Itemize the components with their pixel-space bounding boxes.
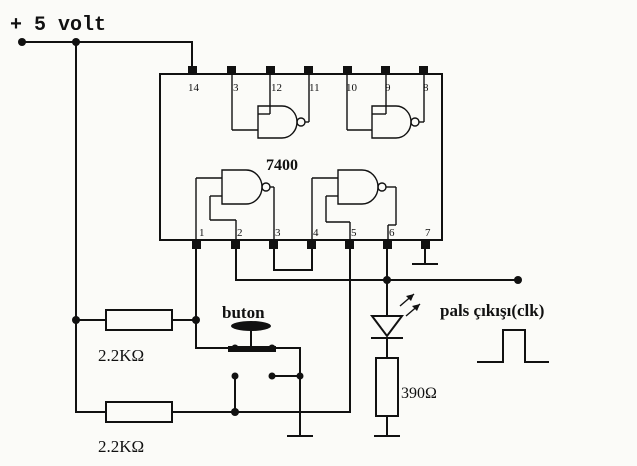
supply-label: + 5 volt (10, 14, 106, 37)
chip-label: 7400 (266, 157, 298, 174)
top-pin-label: 10 (346, 82, 358, 94)
nand-gate-top-left (231, 75, 310, 139)
output-label: pals çıkışı(clk) (440, 301, 544, 320)
resistor-1 (72, 309, 197, 331)
top-pin-label: 12 (271, 82, 282, 94)
pin7-ground (412, 248, 438, 265)
resistor-390 (375, 357, 399, 417)
push-button-icon (228, 321, 313, 437)
resistor1-label: 2.2KΩ (98, 346, 144, 365)
top-pin-label: 9 (385, 82, 391, 94)
nand-gate-top-right (346, 75, 425, 139)
ic-7400-body (159, 73, 443, 241)
pin3-pin4-link (273, 248, 313, 271)
resistor2-label: 2.2KΩ (98, 437, 144, 456)
supply-rail (18, 38, 193, 413)
led-icon (370, 293, 421, 339)
top-pins (188, 66, 428, 75)
bottom-pins (192, 240, 430, 249)
top-pin-label: 3 (233, 82, 239, 94)
top-pin-label: 8 (423, 82, 429, 94)
bottom-pin-label: 6 (389, 227, 395, 239)
resistor-2 (75, 248, 351, 423)
bottom-pin-label: 5 (351, 227, 357, 239)
clock-output-line (235, 248, 522, 284)
nand-gate-bottom-right (311, 169, 397, 240)
bottom-pin-label: 3 (275, 227, 281, 239)
clock-pulse-icon (477, 329, 549, 363)
top-pin-label: 14 (188, 82, 200, 94)
bottom-pin-label: 7 (425, 227, 431, 239)
pin1-button-wire (192, 248, 236, 349)
button-label: buton (222, 303, 265, 322)
nand-gate-bottom-left (195, 169, 275, 240)
bottom-pin-label: 1 (199, 227, 205, 239)
led-ground (374, 415, 400, 437)
bottom-pin-label: 4 (313, 227, 319, 239)
resistor3-label: 390Ω (401, 385, 437, 402)
top-pin-label: 11 (309, 82, 320, 94)
bottom-pin-label: 2 (237, 227, 243, 239)
